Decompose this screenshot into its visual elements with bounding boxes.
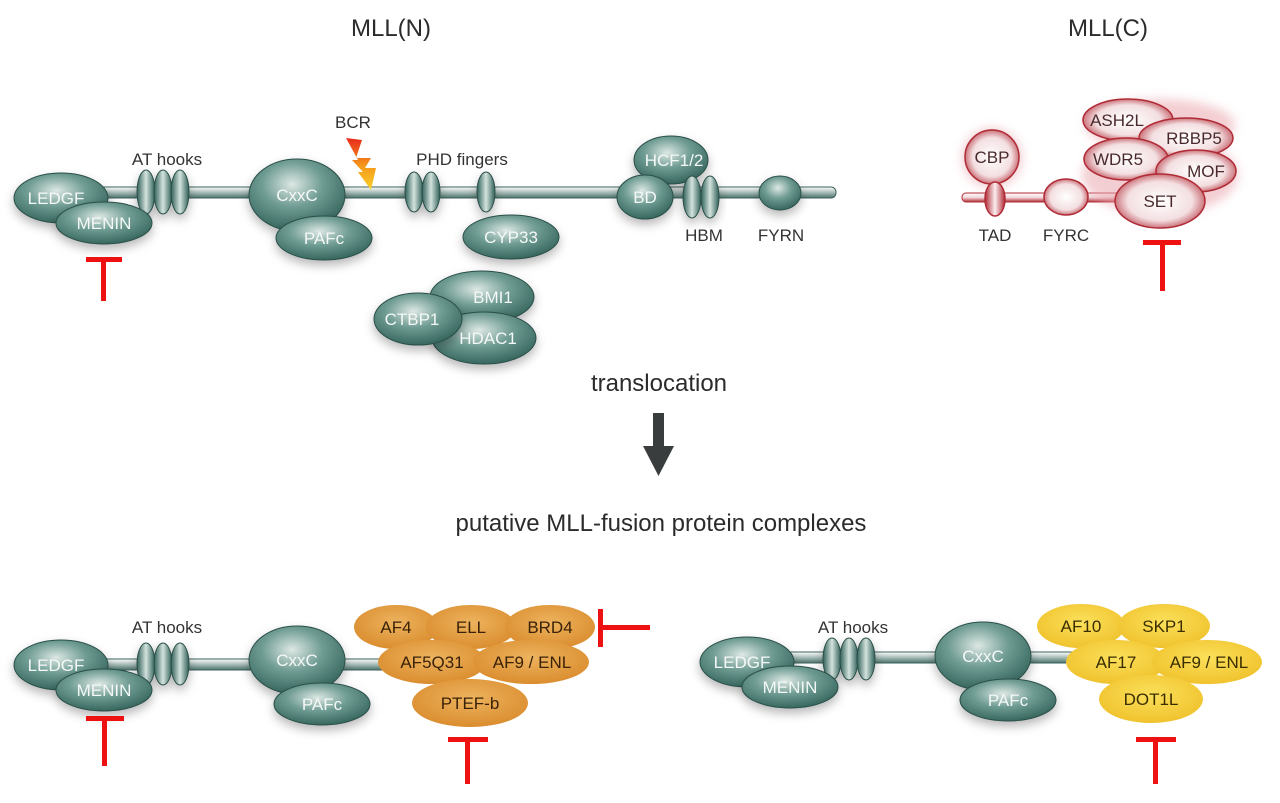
cyp33-label: CYP33 <box>484 228 538 247</box>
br-menin-label: MENIN <box>763 678 818 697</box>
af4-label: AF4 <box>380 618 411 637</box>
fyrn-label: FYRN <box>758 226 804 245</box>
translocation-label: translocation <box>591 370 727 397</box>
hcf-label: HCF1/2 <box>645 151 704 170</box>
bl-ledgf-label: LEDGF <box>28 656 85 675</box>
bl-at-hooks-domain <box>136 642 190 686</box>
brd4-label: BRD4 <box>527 618 572 637</box>
tad-domain <box>984 181 1006 217</box>
ell-label: ELL <box>456 618 486 637</box>
br-pafc-label: PAFc <box>988 691 1029 710</box>
bl-fusion-cluster <box>354 605 595 727</box>
fusion-complexes-title: putative MLL-fusion protein complexes <box>456 510 867 537</box>
phd-fingers-label: PHD fingers <box>416 150 508 169</box>
bd-label: BD <box>633 188 657 207</box>
ctbp1-protein <box>373 292 463 346</box>
menin-label: MENIN <box>77 214 132 233</box>
menin-inhibitor-icon <box>86 257 122 301</box>
bl-menin-inhibitor-icon <box>86 716 124 766</box>
phd-fingers-domain <box>404 171 496 213</box>
af5q31-label: AF5Q31 <box>400 653 463 672</box>
bl-pafc-label: PAFc <box>302 695 343 714</box>
cyp33-protein <box>462 214 560 260</box>
pafc-protein <box>275 215 373 261</box>
ash2l-label: ASH2L <box>1090 111 1144 130</box>
hbm-domain <box>682 175 720 219</box>
set-label: SET <box>1143 192 1176 211</box>
fyrn-domain <box>758 175 802 211</box>
at-hooks-label: AT hooks <box>132 150 202 169</box>
br-ledgf-label: LEDGF <box>714 653 771 672</box>
set-inhibitor-icon <box>1143 240 1181 291</box>
fyrc-label: FYRC <box>1043 226 1089 245</box>
af10-label: AF10 <box>1061 617 1102 636</box>
fyrc-domain <box>1043 178 1089 216</box>
ledgf-label: LEDGF <box>28 189 85 208</box>
arrow-down-icon <box>643 413 674 476</box>
hdac1-label: HDAC1 <box>459 329 517 348</box>
cxxc-label: CxxC <box>276 186 318 205</box>
br-af9-enl-label: AF9 / ENL <box>1170 653 1248 672</box>
br-at-hooks-domain <box>822 637 876 681</box>
skp1-label: SKP1 <box>1142 617 1185 636</box>
cbp-label: CBP <box>975 148 1010 167</box>
dot1l-inhibitor-icon <box>1136 737 1176 784</box>
rbbp5-label: RBBP5 <box>1166 129 1222 148</box>
br-cxxc-label: CxxC <box>962 647 1004 666</box>
br-menin-protein <box>741 665 839 709</box>
bl-cxxc-label: CxxC <box>276 651 318 670</box>
ptefb-inhibitor-icon <box>448 737 488 784</box>
hcf-protein <box>633 135 709 185</box>
mll-n-title: MLL(N) <box>351 15 431 42</box>
bd-domain <box>616 174 674 220</box>
set-domain <box>1114 173 1206 229</box>
br-at-hooks-label: AT hooks <box>818 618 888 637</box>
br-fusion-cluster <box>1037 604 1262 723</box>
dot1l-label: DOT1L <box>1124 690 1179 709</box>
af17-label: AF17 <box>1096 653 1137 672</box>
ctbp1-label: CTBP1 <box>385 310 440 329</box>
brd4-inhibitor-icon <box>598 609 650 647</box>
mll-c-title: MLL(C) <box>1068 15 1148 42</box>
hbm-label: HBM <box>685 226 723 245</box>
wdr5-label: WDR5 <box>1093 150 1143 169</box>
bcr-label: BCR <box>335 113 371 132</box>
bl-menin-label: MENIN <box>77 681 132 700</box>
ptefb-label: PTEF-b <box>441 694 500 713</box>
mof-label: MOF <box>1187 162 1225 181</box>
at-hooks-domain <box>136 169 190 215</box>
bl-backbone <box>59 658 401 671</box>
menin-protein <box>55 201 153 245</box>
pafc-label: PAFc <box>304 229 345 248</box>
bl-af9-enl-label: AF9 / ENL <box>493 653 571 672</box>
bl-pafc-protein <box>273 682 371 726</box>
bmi1-label: BMI1 <box>473 288 513 307</box>
br-pafc-protein <box>959 678 1057 722</box>
tad-label: TAD <box>979 226 1012 245</box>
bl-at-hooks-label: AT hooks <box>132 618 202 637</box>
bl-menin-protein <box>55 668 153 712</box>
bcr-lightning-icon <box>346 138 376 190</box>
